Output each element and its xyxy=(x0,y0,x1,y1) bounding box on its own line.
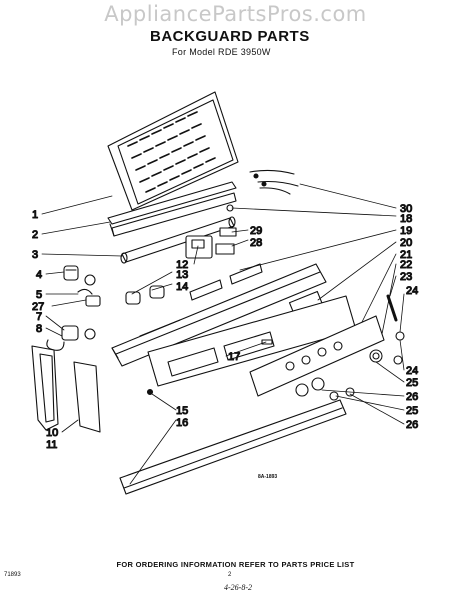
part-wire-harness xyxy=(249,169,299,195)
callout-28: 28 xyxy=(250,237,262,249)
callout-11: 11 xyxy=(46,439,57,451)
callout-21: 21 xyxy=(400,249,412,261)
drawing-code: 8A-1893 xyxy=(258,474,278,480)
part-top-cover xyxy=(107,91,239,211)
callout-26a: 26 xyxy=(406,391,418,403)
callout-5: 5 xyxy=(36,289,42,301)
callout-10: 10 xyxy=(46,427,58,439)
callout-25b: 25 xyxy=(406,405,418,417)
part-brackets xyxy=(219,227,237,237)
callout-23: 23 xyxy=(400,271,412,283)
part-front-trim xyxy=(147,295,357,387)
callout-8: 8 xyxy=(36,323,42,335)
callout-7: 7 xyxy=(36,311,42,323)
callout-1: 1 xyxy=(32,209,38,221)
callout-22: 22 xyxy=(400,259,412,271)
callout-labels: 1 2 3 4 5 27 7 8 10 11 12 13 14 15 16 17… xyxy=(31,202,418,451)
callout-25a: 25 xyxy=(406,377,418,389)
model-subtitle: For Model RDE 3950W xyxy=(172,47,271,57)
callout-16: 16 xyxy=(176,417,188,429)
callout-29: 29 xyxy=(250,225,262,237)
ordering-note: FOR ORDERING INFORMATION REFER TO PARTS … xyxy=(116,560,355,569)
part-trim-strip xyxy=(107,181,237,237)
form-number: 71893 xyxy=(4,572,21,578)
callout-19: 19 xyxy=(400,225,412,237)
leader-lines xyxy=(41,183,405,485)
part-control-knobs xyxy=(295,294,405,401)
page-number: 2 xyxy=(228,572,232,578)
callout-3: 3 xyxy=(32,249,38,261)
part-switch xyxy=(63,265,96,286)
callout-30: 30 xyxy=(400,203,412,215)
page-title: BACKGUARD PARTS xyxy=(150,28,310,45)
part-clock-knob xyxy=(77,288,101,307)
callout-20: 20 xyxy=(400,237,412,249)
callout-15: 15 xyxy=(176,405,188,417)
part-lamp-socket xyxy=(185,235,235,259)
part-end-caps xyxy=(31,345,101,433)
date-code: 4-26-8-2 xyxy=(224,583,252,592)
part-backguard-panel xyxy=(111,263,327,367)
callout-12: 12 xyxy=(176,259,188,271)
callout-4: 4 xyxy=(36,269,42,281)
callout-24a: 24 xyxy=(406,285,418,297)
callout-13: 13 xyxy=(176,269,188,281)
part-infinite-switch xyxy=(46,325,96,351)
callout-27: 27 xyxy=(32,301,44,313)
callout-24b: 24 xyxy=(406,365,418,377)
part-bottom-strip xyxy=(119,399,347,495)
callout-26b: 26 xyxy=(406,419,418,431)
callout-14: 14 xyxy=(176,281,188,293)
callout-18: 18 xyxy=(400,213,412,225)
part-fluorescent-tube xyxy=(120,216,236,264)
part-selector-switches xyxy=(125,285,165,305)
part-console-panel xyxy=(249,315,385,397)
watermark: AppliancePartsPros.com xyxy=(104,2,367,26)
callout-2: 2 xyxy=(32,229,38,241)
callout-17: 17 xyxy=(228,351,240,363)
part-screws xyxy=(146,204,234,396)
